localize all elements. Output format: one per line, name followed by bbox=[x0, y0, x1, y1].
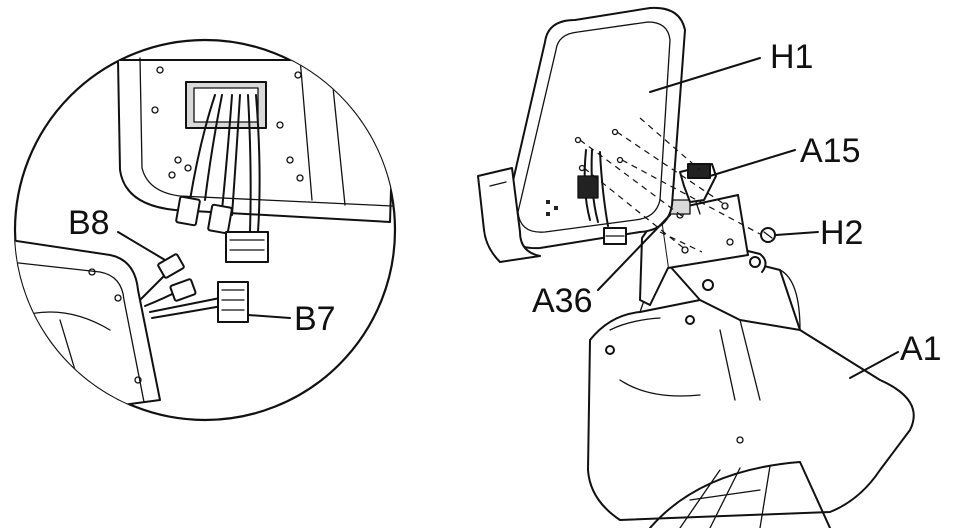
label-a36: A36 bbox=[532, 282, 593, 320]
b8-leader bbox=[117, 231, 166, 261]
h2-leader bbox=[775, 231, 819, 236]
clip-a15 bbox=[679, 163, 717, 215]
bracket-plate-a36 bbox=[639, 194, 749, 306]
console-cables bbox=[175, 94, 269, 263]
mast-cables bbox=[139, 253, 249, 323]
detail-view-circle: B8 B7 bbox=[13, 38, 397, 422]
mast-bracket bbox=[15, 239, 161, 420]
label-h1: H1 bbox=[770, 38, 813, 76]
h1-leader bbox=[649, 57, 761, 93]
frame-body-a1 bbox=[587, 242, 915, 528]
label-b7: B7 bbox=[294, 300, 336, 338]
console-h1 bbox=[477, 6, 686, 263]
label-b8: B8 bbox=[68, 204, 110, 242]
label-a1: A1 bbox=[900, 330, 942, 368]
a1-leader bbox=[849, 351, 899, 379]
a36-leader bbox=[597, 214, 671, 291]
screw-h2 bbox=[760, 227, 776, 243]
label-h2: H2 bbox=[820, 214, 863, 252]
console-back-panel bbox=[117, 57, 395, 223]
label-a15: A15 bbox=[800, 132, 861, 170]
a15-leader bbox=[709, 149, 796, 177]
alignment-lines bbox=[579, 117, 761, 253]
b7-leader bbox=[247, 314, 291, 319]
exploded-view: H1 A15 H2 A36 A1 bbox=[477, 6, 942, 528]
